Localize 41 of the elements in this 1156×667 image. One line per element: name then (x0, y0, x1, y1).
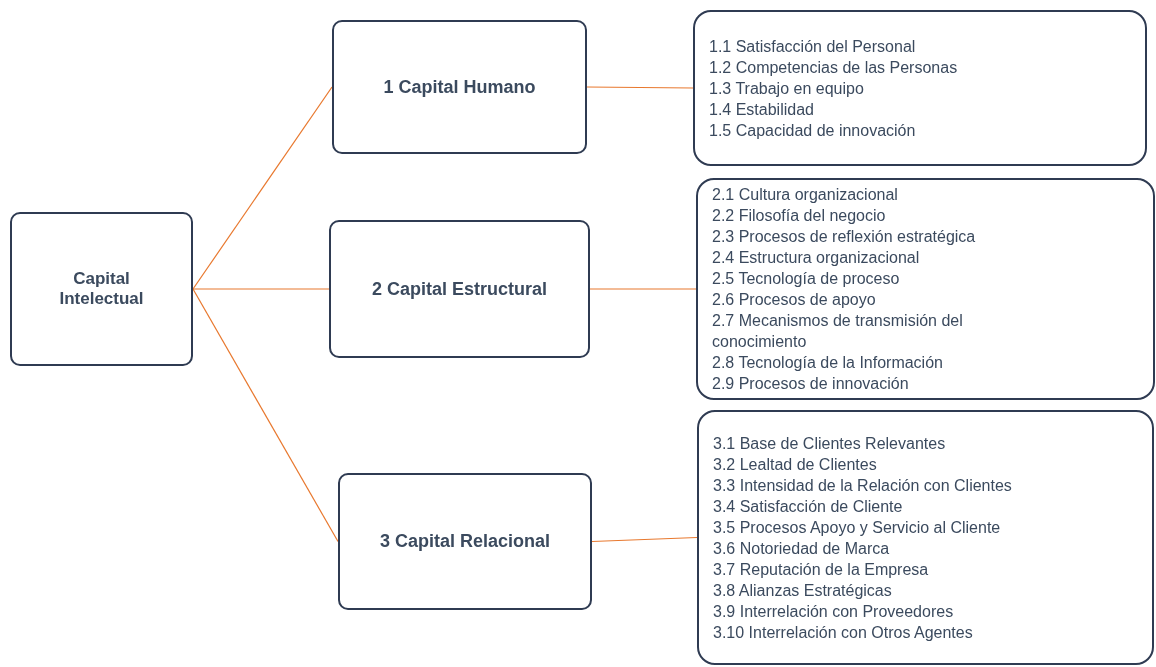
list-item-text: 3.1 Base de Clientes Relevantes (713, 433, 947, 454)
list-item-text: 1.3 Trabajo en equipo (709, 78, 865, 99)
connector-line (586, 86, 694, 89)
category-box (329, 220, 590, 358)
list-item-text: 3.3 Intensidad de la Relación con Clientes (713, 475, 1013, 496)
category-label: Capital Intelectual (58, 269, 145, 309)
list-item-text: 2.6 Procesos de apoyo (712, 290, 877, 310)
list-item-text: 2.7 Mecanismos de transmisión del conocimiento (712, 311, 964, 352)
list-item-text: 1.2 Competencias de las Personas (709, 57, 959, 78)
list-item-text: 3.6 Notoriedad de Marca (713, 538, 891, 559)
connector-line (192, 288, 339, 543)
list-item-text: 2.4 Estructura organizacional (712, 248, 921, 268)
category-label: 2 Capital Estructural (371, 277, 548, 301)
list-item-text: 3.10 Interrelación con Otros Agentes (713, 622, 974, 643)
connector-line (192, 86, 333, 290)
list-item-text: 3.5 Procesos Apoyo y Servicio al Cliente (713, 517, 1002, 538)
category-label: 1 Capital Humano (383, 75, 536, 99)
list-item-text: 2.5 Tecnología de proceso (712, 269, 901, 289)
connector-line (192, 288, 330, 290)
list-item-text: 3.9 Interrelación con Proveedores (713, 601, 955, 622)
list-box (696, 178, 1155, 400)
list-item-text: 2.3 Procesos de reflexión estratégica (712, 227, 977, 247)
list-item-text: 3.2 Lealtad de Clientes (713, 454, 878, 475)
list-box (697, 410, 1154, 665)
category-box (338, 473, 592, 610)
list-item-text: 2.8 Tecnología de la Información (712, 353, 944, 373)
category-label: 3 Capital Relacional (379, 530, 551, 553)
list-item-text: 3.7 Reputación de la Empresa (713, 559, 930, 580)
list-item-text: 2.9 Procesos de innovación (712, 374, 910, 394)
category-box (10, 212, 193, 366)
list-item-text: 1.4 Estabilidad (709, 99, 815, 120)
connector-line (591, 536, 698, 543)
list-box (693, 10, 1147, 166)
list-item-text: 2.1 Cultura organizacional (712, 185, 899, 205)
list-item-text: 1.5 Capacidad de innovación (709, 120, 917, 141)
list-item-text: 3.8 Alianzas Estratégicas (713, 580, 893, 601)
list-item-text: 2.2 Filosofía del negocio (712, 206, 887, 226)
list-item-text: 3.4 Satisfacción de Cliente (713, 496, 904, 517)
category-box (332, 20, 587, 154)
list-item-text: 1.1 Satisfacción del Personal (709, 36, 917, 57)
connector-line (589, 288, 697, 290)
